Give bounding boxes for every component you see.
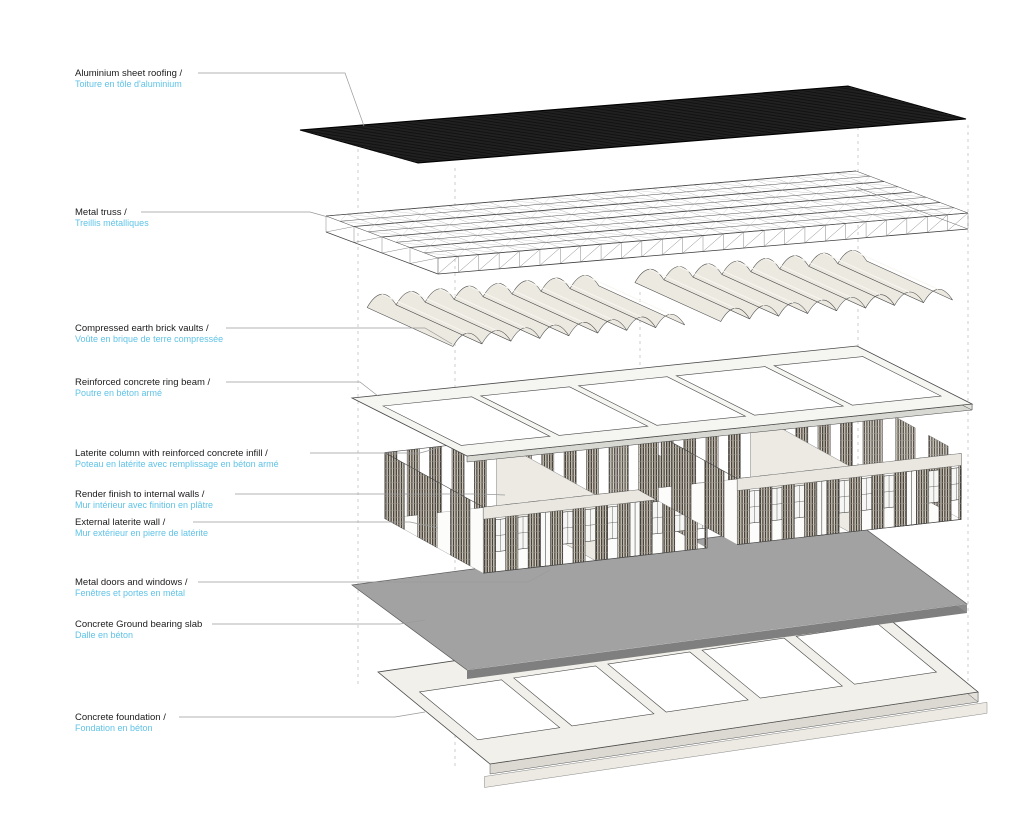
laterite-walls-layer — [384, 398, 962, 574]
ground-bearing-slab-layer — [351, 518, 968, 679]
concrete-foundation-layer — [377, 599, 988, 788]
earth-brick-vaults-layer — [366, 249, 953, 347]
leader-lines — [141, 72, 551, 718]
metal-truss-layer — [325, 170, 969, 275]
aluminium-roof-layer — [299, 85, 967, 164]
ring-beam-layer — [350, 345, 974, 463]
